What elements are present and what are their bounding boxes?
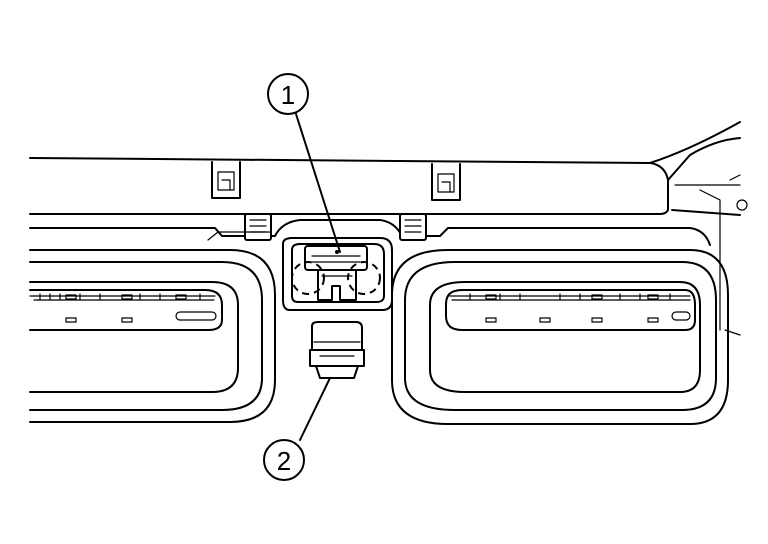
callout-1: 1 [267,73,309,115]
clip-left [211,161,241,199]
electrical-connector [309,321,365,379]
right-air-duct [391,249,729,425]
callout-1-label: 1 [281,80,295,110]
small-connector-left [244,213,272,241]
callout-2-label: 2 [277,446,291,476]
leader-line-1 [295,113,341,253]
small-connector-right [399,213,427,241]
center-module [282,237,393,311]
callout-2: 2 [263,439,305,481]
clip-right [431,163,461,201]
left-air-duct [29,231,276,423]
leader-line-2 [299,377,331,441]
upper-panel [29,121,748,336]
dash-lower-edge [29,219,711,246]
